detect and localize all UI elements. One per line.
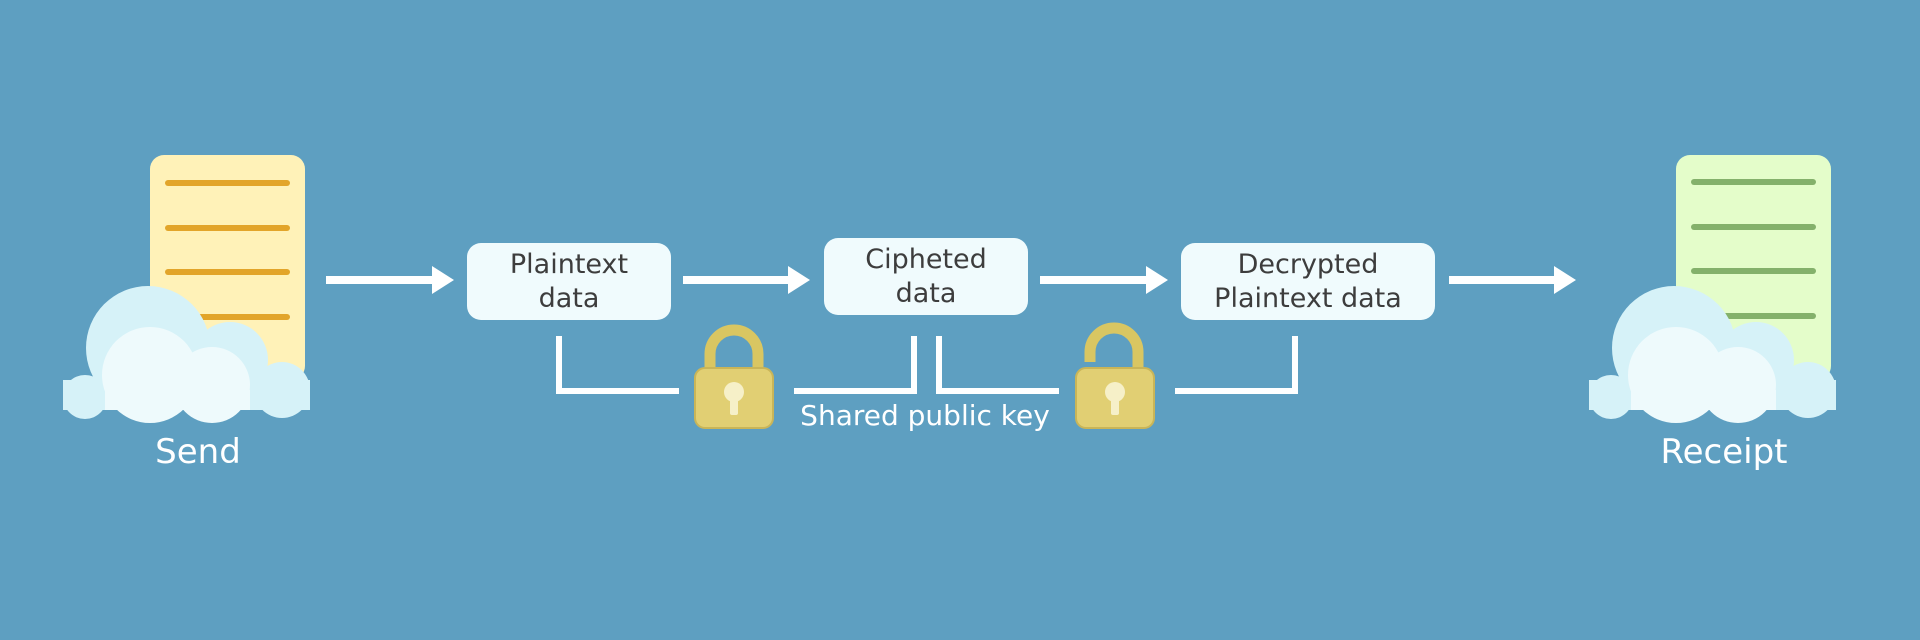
plaintext-box-line-1: Plaintext: [509, 248, 629, 280]
decrypt-key-bracket-left: [936, 336, 1059, 394]
shared-public-key-label: Shared public key: [800, 399, 1050, 432]
decrypt-key-bracket-right: [1175, 336, 1298, 394]
arrow-ciphered-to-decrypted: [1040, 266, 1168, 294]
send-label: Send: [155, 432, 241, 472]
receiver-cloud-icon: [1589, 286, 1836, 423]
encrypt-key-bracket-left: [556, 336, 679, 394]
padlock-open-icon: [1075, 322, 1155, 429]
arrow-send-to-plaintext: [326, 266, 454, 294]
plaintext-box-line-2: data: [538, 282, 600, 314]
decrypted-data-box: Decrypted Plaintext data: [1181, 243, 1435, 320]
sender-cloud-icon: [63, 286, 310, 423]
decrypted-box-line-1: Decrypted: [1237, 248, 1379, 280]
arrow-decrypted-to-receipt: [1449, 266, 1576, 294]
decrypted-box-line-2: Plaintext data: [1214, 282, 1402, 314]
receipt-label: Receipt: [1660, 432, 1788, 472]
ciphered-data-box: Cipheted data: [824, 238, 1028, 315]
arrow-plaintext-to-ciphered: [683, 266, 810, 294]
plaintext-data-box: Plaintext data: [467, 243, 671, 320]
ciphered-box-line-2: data: [895, 277, 957, 309]
padlock-closed-icon: [694, 324, 774, 429]
ciphered-box-line-1: Cipheted: [865, 243, 987, 275]
encrypt-key-bracket-right: [794, 336, 917, 394]
